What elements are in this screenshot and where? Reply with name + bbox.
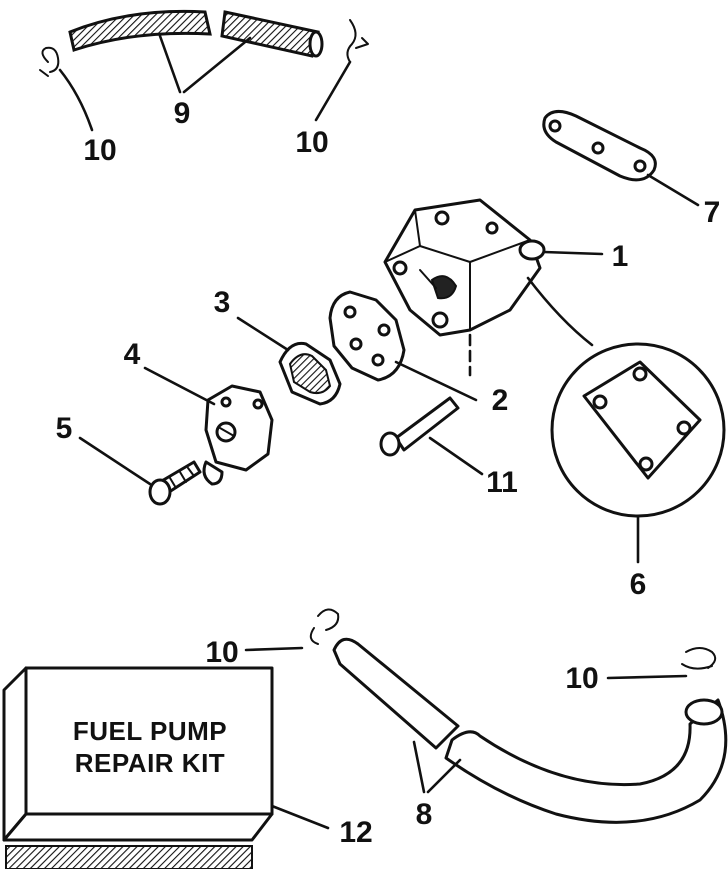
callout-5: 5 [56,412,73,445]
mounting-gasket [542,110,657,182]
leader-lines-top [58,34,352,132]
callout-7: 7 [704,196,721,229]
leader-2 [394,360,478,402]
repair-kit-box: FUEL PUMP REPAIR KIT [2,666,274,869]
detail-circle-gasket [526,276,726,518]
callout-10-upper-right: 10 [295,126,328,159]
cover-screw [148,460,202,506]
leader-11 [428,436,484,476]
hose-clamp-lower-right [681,647,717,670]
leader-8-a [412,740,426,794]
callout-8: 8 [416,798,433,831]
callout-4: 4 [124,338,141,371]
fuel-line-upper-left [68,9,212,52]
callout-1: 1 [612,240,629,273]
callout-2: 2 [492,384,509,417]
callout-11: 11 [486,466,518,499]
leader-12 [270,804,330,830]
kit-label-line2: REPAIR KIT [75,748,225,778]
hose-clamp-lower-left [309,608,340,645]
callout-10-lower-right: 10 [565,662,598,695]
valve-assembly [278,341,342,406]
leader-5 [78,436,152,486]
kit-label-line1: FUEL PUMP [73,716,227,746]
callout-6: 6 [630,568,647,601]
fuel-line-lower-long [444,698,728,824]
mounting-bolt [379,396,460,457]
callout-3: 3 [214,286,231,319]
pump-cover [202,384,274,486]
leader-4 [143,366,216,406]
callout-12: 12 [339,816,372,849]
leader-3 [236,316,290,352]
callout-10-upper-left: 10 [83,134,116,167]
fuel-line-lower-short [332,637,460,750]
callout-10-lower-left: 10 [205,636,238,669]
pump-diaphragm [328,290,406,382]
fuel-line-upper-right [220,10,324,58]
fuel-pump-body [383,198,546,337]
leader-8-b [426,758,462,794]
hose-clamp-upper-left [39,46,60,77]
hose-clamp-upper-right [346,19,369,63]
leader-10-lower-right [606,674,688,680]
leader-7 [646,173,700,207]
leader-10-lower-left [244,646,304,652]
callout-9: 9 [174,97,191,130]
leader-1 [542,250,604,256]
